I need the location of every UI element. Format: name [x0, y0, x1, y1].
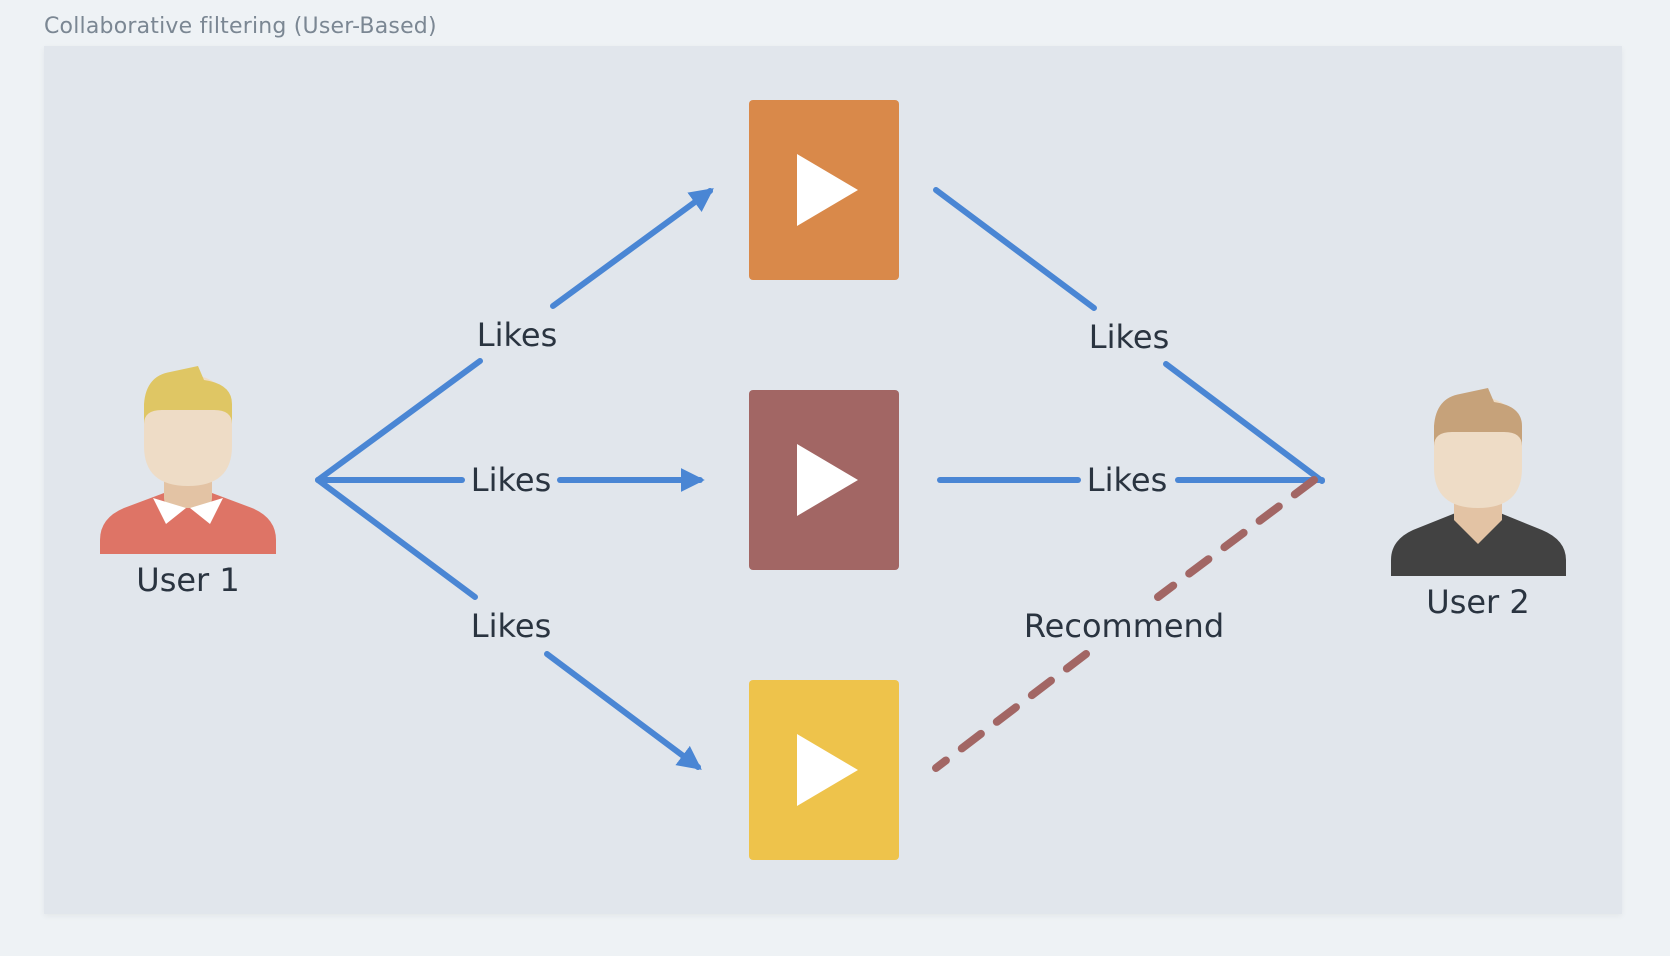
user-label: User 2	[1426, 583, 1529, 621]
video-play-icon	[797, 734, 858, 806]
video-item-2	[749, 390, 899, 570]
video-item-3	[749, 680, 899, 860]
video-item-1	[749, 100, 899, 280]
user-label: User 1	[136, 561, 239, 599]
video-play-icon	[797, 154, 858, 226]
video-play-icon	[797, 444, 858, 516]
edge-label-recommend: Recommend	[1024, 607, 1224, 645]
edge-label-likes: Likes	[1089, 318, 1169, 356]
edge-label-likes: Likes	[471, 607, 551, 645]
edge-label-likes: Likes	[1087, 461, 1167, 499]
user-avatar-icon	[100, 366, 276, 554]
user-avatar-icon	[1391, 388, 1566, 576]
edge-user2-video1	[933, 187, 1325, 484]
edge-user1-video3	[315, 477, 702, 770]
edge-recommend	[932, 476, 1318, 772]
edge-user1-video1	[315, 188, 714, 483]
edge-label-likes: Likes	[477, 316, 557, 354]
edge-label-likes: Likes	[471, 461, 551, 499]
frame-title: Collaborative filtering (User-Based)	[44, 14, 437, 39]
